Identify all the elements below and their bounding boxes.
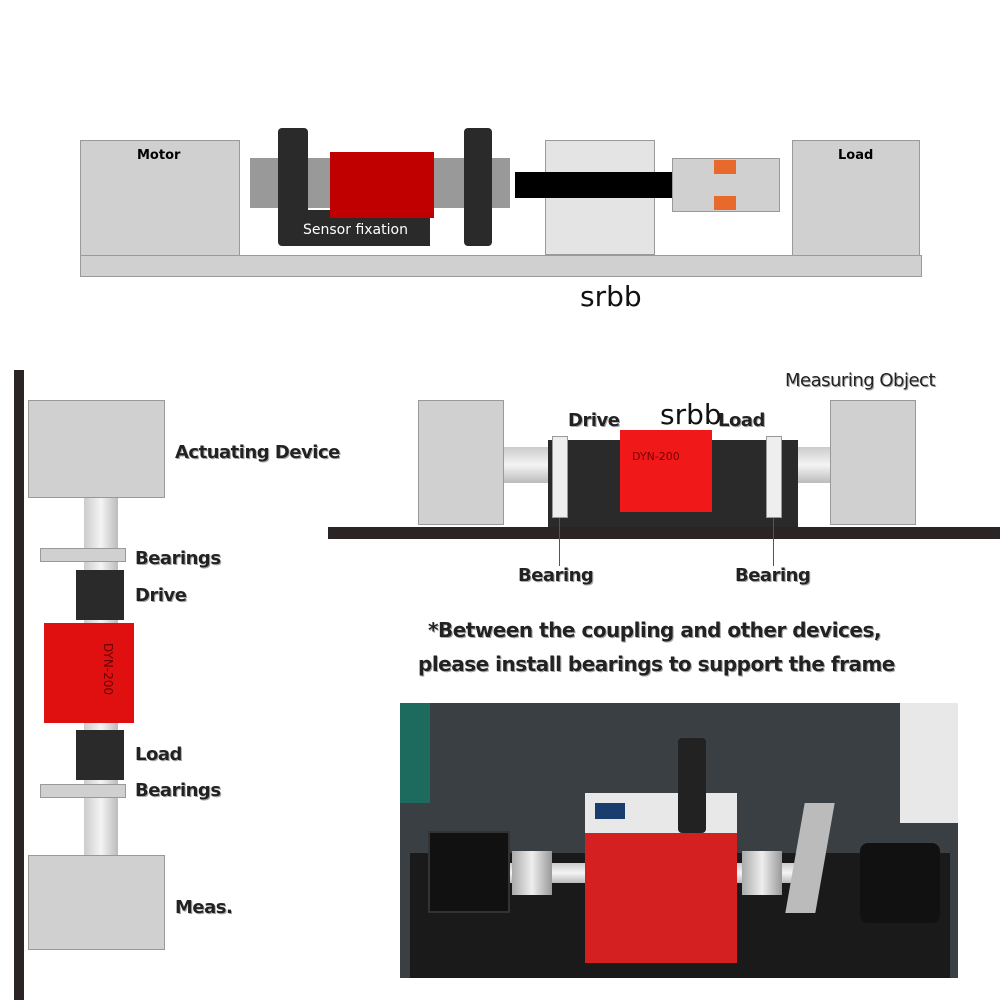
photo-connector <box>678 738 706 833</box>
bearings-bottom-label: Bearings <box>135 780 221 801</box>
actuating-label: Actuating Device <box>175 442 340 463</box>
motor-label: Motor <box>137 148 181 163</box>
photo-load-device <box>860 843 940 923</box>
bearing-right <box>766 436 782 518</box>
drive-label: Drive <box>135 585 187 606</box>
torque-sensor <box>330 152 434 218</box>
photo-coupling-left <box>512 851 552 895</box>
drive-block <box>418 400 504 525</box>
bearing-left-leader <box>559 518 560 566</box>
motor-block <box>80 140 240 256</box>
product-photo <box>400 703 958 978</box>
torque-sensor-side <box>620 430 712 512</box>
note-line-2: please install bearings to support the f… <box>418 652 895 676</box>
drive-shaft-front <box>515 172 675 198</box>
photo-display <box>595 803 625 819</box>
sensor-model-label: DYN-200 <box>101 642 116 696</box>
measuring-object-block <box>830 400 916 525</box>
photo-stepper-motor <box>428 831 510 913</box>
meas-label: Meas. <box>175 897 233 918</box>
load-label: Load <box>838 148 874 163</box>
coupling-insert-top <box>714 160 736 174</box>
frame-bar <box>14 370 24 1000</box>
watermark-side: srbb <box>660 398 722 431</box>
drive-label-side: Drive <box>568 410 620 431</box>
coupling-insert-bottom <box>714 196 736 210</box>
base-plate <box>80 255 922 277</box>
actuating-device-block <box>28 400 165 498</box>
load-coupling <box>76 730 124 780</box>
load-label-vertical: Load <box>135 744 182 765</box>
drive-coupling <box>76 570 124 620</box>
bearings-top-label: Bearings <box>135 548 221 569</box>
flange-right <box>464 128 492 246</box>
bearing-plate-bottom <box>40 784 126 798</box>
measuring-block <box>28 855 165 950</box>
bearing-plate-top <box>40 548 126 562</box>
frame-rail <box>328 527 1000 539</box>
watermark: srbb <box>580 280 642 313</box>
measuring-label: Measuring Object <box>785 370 936 391</box>
bearing-right-label: Bearing <box>735 565 811 586</box>
sensor-fixation-label: Sensor fixation <box>303 222 408 238</box>
photo-bg-left <box>400 703 430 803</box>
load-label-side: Load <box>718 410 765 431</box>
load-block <box>792 140 920 256</box>
photo-bg-right <box>900 703 958 823</box>
sensor-model-side: DYN-200 <box>632 450 680 463</box>
bearing-right-leader <box>773 518 774 566</box>
torque-sensor-vertical <box>44 623 134 723</box>
bearing-left-label: Bearing <box>518 565 594 586</box>
bearing-left <box>552 436 568 518</box>
note-line-1: *Between the coupling and other devices, <box>428 618 881 642</box>
photo-coupling-right <box>742 851 782 895</box>
